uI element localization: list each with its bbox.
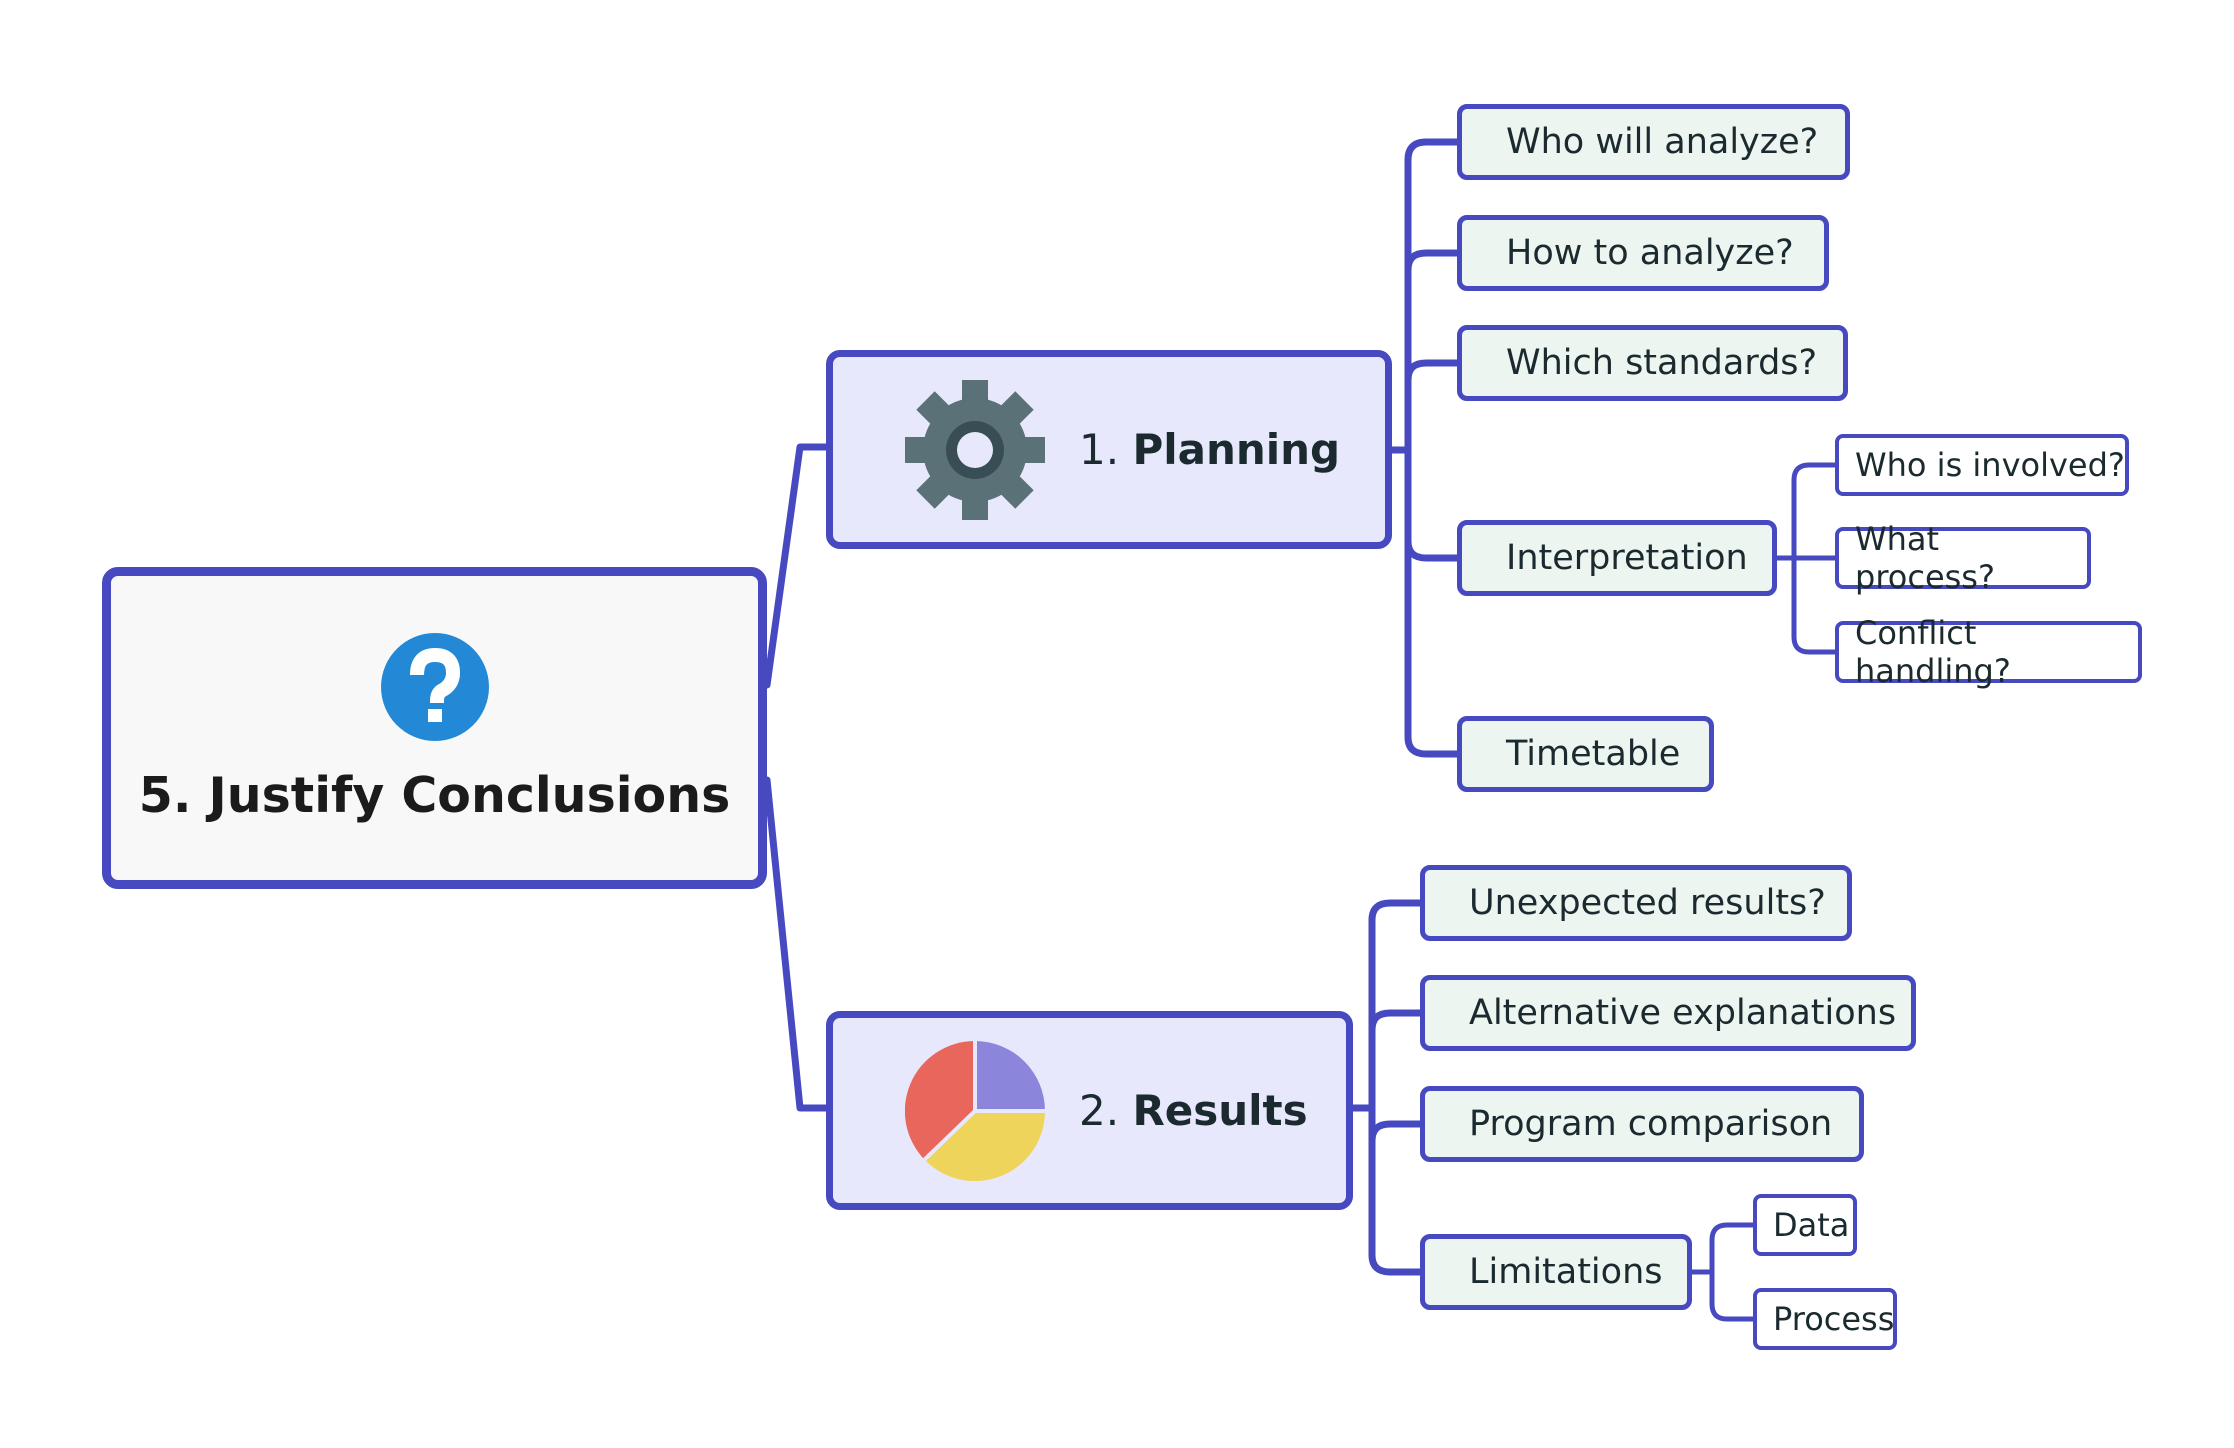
connector-planning-standards — [1404, 359, 1461, 384]
topic-interpretation[interactable]: Interpretation — [1457, 520, 1777, 596]
topic-who-is-involved[interactable]: Who is involved? — [1835, 434, 2129, 496]
topic-unexpected-results[interactable]: Unexpected results? — [1420, 865, 1852, 941]
results-node[interactable]: 2. Results — [826, 1011, 1353, 1210]
root-node[interactable]: 5. Justify Conclusions — [102, 567, 767, 889]
root-title: 5. Justify Conclusions — [138, 766, 731, 824]
planning-label: 1. Planning — [1079, 425, 1340, 474]
topic-limitations[interactable]: Limitations — [1420, 1234, 1692, 1310]
connector-root-planning — [763, 443, 830, 689]
planning-node[interactable]: 1. Planning — [826, 350, 1392, 549]
connector-results-alternative — [1368, 1009, 1424, 1034]
connector-planning-how — [1404, 249, 1461, 274]
results-number: 2. — [1079, 1086, 1120, 1135]
connector-limitations-process — [1709, 1269, 1756, 1322]
results-label: 2. Results — [1079, 1086, 1308, 1135]
topic-alternative-explanations[interactable]: Alternative explanations — [1420, 975, 1916, 1051]
planning-title: Planning — [1132, 425, 1341, 474]
topic-process[interactable]: Process — [1753, 1288, 1897, 1350]
pie-chart-icon — [905, 1040, 1045, 1181]
topic-conflict-handling[interactable]: Conflict handling? — [1835, 614, 2142, 690]
connector-results-comparison — [1368, 1104, 1424, 1145]
connector-planning-interpretation — [1404, 446, 1461, 562]
connector-planning-who — [1404, 138, 1461, 454]
topic-how-to-analyze[interactable]: How to analyze? — [1457, 215, 1829, 291]
topic-program-comparison[interactable]: Program comparison — [1420, 1086, 1864, 1162]
connector-interpretation-involved — [1791, 462, 1838, 561]
connector-results-limitations — [1368, 1104, 1424, 1276]
results-title: Results — [1132, 1086, 1308, 1135]
topic-which-standards[interactable]: Which standards? — [1457, 325, 1848, 401]
topic-data[interactable]: Data — [1753, 1194, 1857, 1256]
connector-interpretation-conflict — [1791, 555, 1838, 655]
topic-what-process[interactable]: What process? — [1835, 520, 2091, 596]
topic-timetable[interactable]: Timetable — [1457, 716, 1714, 792]
gear-icon — [905, 379, 1045, 520]
connector-root-results — [763, 776, 830, 1112]
question-circle-icon — [380, 632, 489, 741]
connector-results-unexpected — [1368, 899, 1424, 1112]
planning-number: 1. — [1079, 425, 1120, 474]
topic-who-will-analyze[interactable]: Who will analyze? — [1457, 104, 1850, 180]
connector-limitations-data — [1709, 1222, 1756, 1275]
connector-planning-timetable — [1404, 537, 1461, 758]
